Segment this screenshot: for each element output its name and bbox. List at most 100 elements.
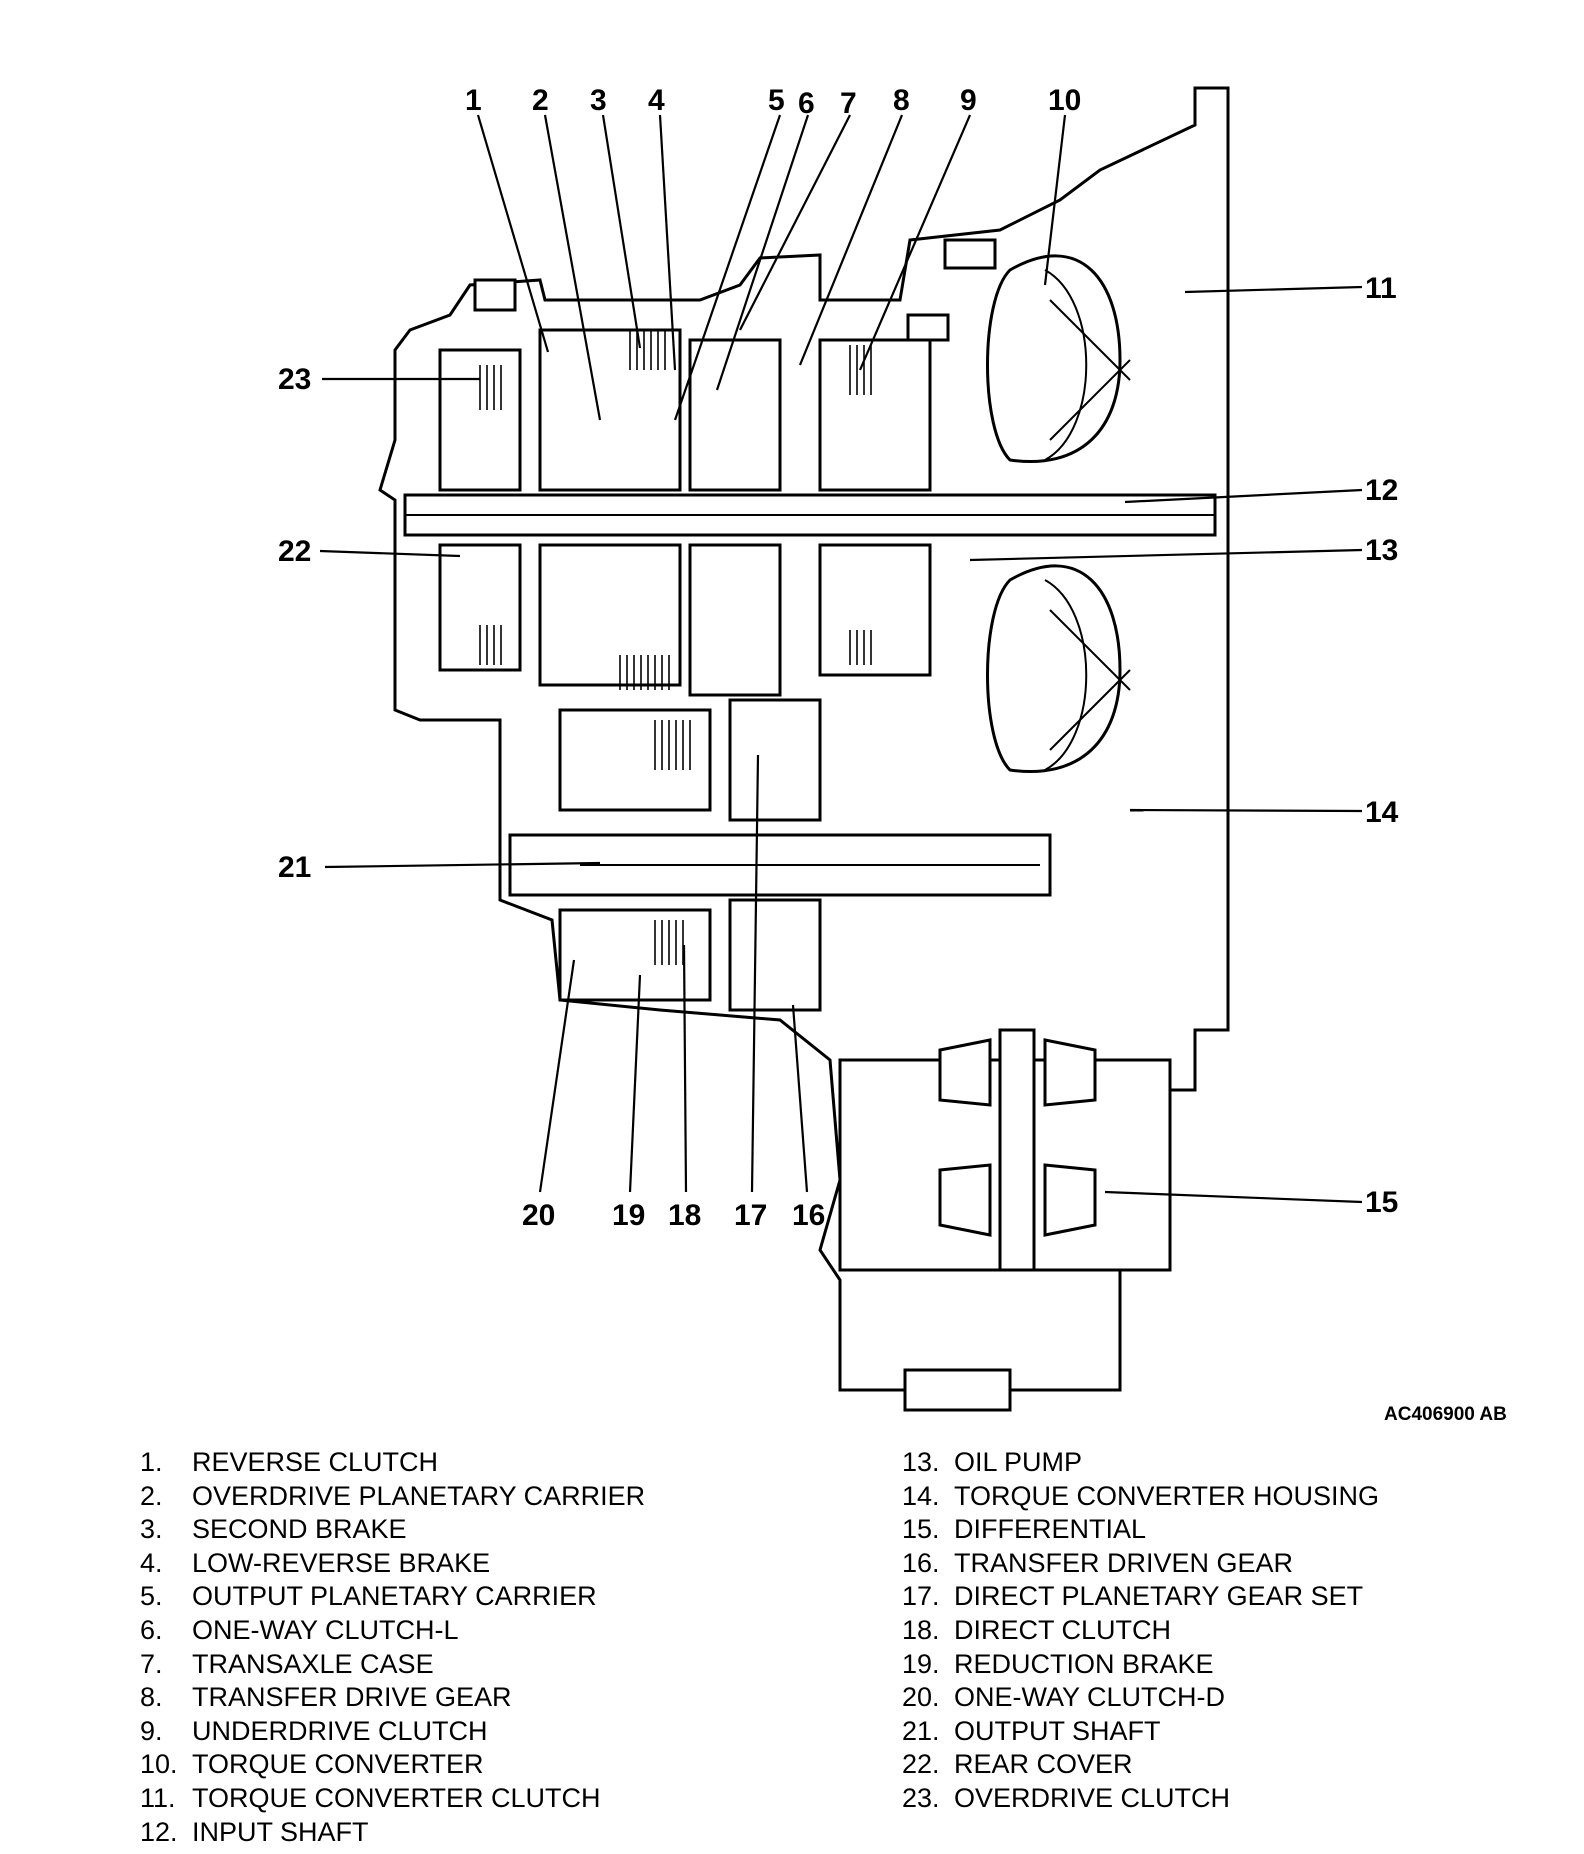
callout-3: 3 (590, 84, 607, 117)
legend-item: 5. OUTPUT PLANETARY CARRIER (140, 1580, 645, 1614)
legend-item-number: 4. (140, 1547, 163, 1578)
legend-item: 11.TORQUE CONVERTER CLUTCH (140, 1782, 645, 1816)
legend-item: 7. TRANSAXLE CASE (140, 1648, 645, 1682)
legend-item-number: 21. (902, 1715, 940, 1746)
legend-item-number: 15. (902, 1514, 940, 1545)
legend-item-label: REDUCTION BRAKE (954, 1648, 1214, 1679)
callout-17: 17 (734, 1199, 767, 1232)
legend-item: 21. OUTPUT SHAFT (902, 1715, 1379, 1749)
legend-item-number: 13. (902, 1447, 940, 1477)
legend-item: 22. REAR COVER (902, 1748, 1379, 1782)
leader-line-19 (628, 974, 642, 1193)
leader-line-17 (750, 754, 760, 1193)
leader-line-2 (543, 114, 602, 421)
callout-14: 14 (1365, 796, 1399, 829)
leader-line-5 (673, 114, 782, 421)
legend-item: 12.INPUT SHAFT (140, 1816, 645, 1850)
callout-12: 12 (1365, 474, 1398, 507)
leader-line-6 (715, 114, 810, 391)
leader-line-16 (791, 1004, 809, 1193)
legend-item-label: ONE-WAY CLUTCH-D (954, 1682, 1226, 1713)
legend-item-label: DIRECT PLANETARY GEAR SET (954, 1581, 1364, 1612)
legend-item-number: 22. (902, 1749, 940, 1780)
legend-item: 2. OVERDRIVE PLANETARY CARRIER (140, 1480, 645, 1514)
legend-item-label: REAR COVER (954, 1749, 1133, 1780)
legend-item: 20. ONE-WAY CLUTCH-D (902, 1681, 1379, 1715)
callout-20: 20 (522, 1199, 555, 1232)
legend-item-number: 1. (140, 1447, 163, 1477)
callout-18: 18 (668, 1199, 701, 1232)
legend-item-number: 7. (140, 1648, 163, 1679)
legend-item-number: 20. (902, 1682, 940, 1713)
legend-item-label: ONE-WAY CLUTCH-L (192, 1614, 459, 1645)
legend-item-number: 16. (902, 1547, 940, 1578)
leader-line-13 (969, 548, 1363, 562)
callout-2: 2 (532, 84, 549, 117)
legend-item-label: TRANSFER DRIVEN GEAR (954, 1547, 1294, 1578)
callout-13: 13 (1365, 534, 1398, 567)
legend-item-number: 9. (140, 1715, 163, 1746)
legend-item-number: 8. (140, 1682, 163, 1713)
legend-item-label: UNDERDRIVE CLUTCH (192, 1715, 488, 1746)
legend-item: 19. REDUCTION BRAKE (902, 1648, 1379, 1682)
callout-10: 10 (1048, 84, 1081, 117)
legend-item-label: INPUT SHAFT (192, 1816, 369, 1847)
leader-line-15 (1104, 1190, 1363, 1204)
legend-item-number: 2. (140, 1480, 163, 1511)
callout-leader-lines (319, 114, 1363, 1204)
legend-item: 17. DIRECT PLANETARY GEAR SET (902, 1580, 1379, 1614)
legend-item-label: OUTPUT PLANETARY CARRIER (192, 1581, 597, 1612)
legend-item: 3. SECOND BRAKE (140, 1513, 645, 1547)
legend-item-number: 3. (140, 1514, 163, 1545)
legend-item: 14.TORQUE CONVERTER HOUSING (902, 1480, 1379, 1514)
legend-item-number: 17. (902, 1581, 940, 1612)
callout-21: 21 (278, 851, 311, 884)
legend-item-label: OUTPUT SHAFT (954, 1715, 1161, 1746)
legend-item-label: OIL PUMP (954, 1447, 1083, 1477)
leader-line-20 (538, 959, 576, 1193)
leader-line-10 (1043, 114, 1067, 286)
legend-item-label: TRANSAXLE CASE (192, 1648, 434, 1679)
legend-item: 4. LOW-REVERSE BRAKE (140, 1547, 645, 1581)
legend-item-label: TORQUE CONVERTER HOUSING (954, 1480, 1380, 1511)
leader-line-3 (601, 114, 642, 349)
legend-item-label: LOW-REVERSE BRAKE (192, 1547, 491, 1578)
legend-item-label: REVERSE CLUTCH (192, 1447, 439, 1477)
transaxle-cross-section-diagram: 1 2 3 4 5 6 7 8 9 10 11 12 13 14 15 16 1… (278, 84, 1399, 1412)
legend-item: 16. TRANSFER DRIVEN GEAR (902, 1547, 1379, 1581)
legend-item: 10. TORQUE CONVERTER (140, 1748, 645, 1782)
legend-item-number: 6. (140, 1614, 163, 1645)
callout-23: 23 (278, 363, 311, 396)
figure-code: AC406900 AB (1384, 1404, 1507, 1425)
parts-legend-left: 1. REVERSE CLUTCH 2. OVERDRIVE PLANETARY CA… (140, 1446, 645, 1849)
legend-item: 18.DIRECT CLUTCH (902, 1614, 1379, 1648)
legend-item-label: SECOND BRAKE (192, 1514, 407, 1545)
leader-line-14 (1129, 808, 1363, 813)
leader-line-22 (319, 549, 461, 558)
legend-item-number: 10. (140, 1749, 178, 1780)
callout-8: 8 (893, 84, 910, 117)
leader-line-18 (682, 944, 688, 1193)
legend-item: 13. OIL PUMP (902, 1446, 1379, 1480)
callout-9: 9 (960, 84, 977, 117)
legend-item-label: DIRECT CLUTCH (954, 1614, 1172, 1645)
legend-item-number: 23. (902, 1782, 940, 1813)
legend-item-number: 19. (902, 1648, 940, 1679)
legend-item-label: TRANSFER DRIVE GEAR (192, 1682, 512, 1713)
leader-line-9 (858, 114, 972, 371)
legend-item-label: DIFFERENTIAL (954, 1514, 1147, 1545)
legend-item-number: 11. (140, 1782, 176, 1813)
legend-item-label: OVERDRIVE PLANETARY CARRIER (192, 1480, 646, 1511)
legend-item-label: TORQUE CONVERTER (192, 1749, 484, 1780)
legend-item-number: 5. (140, 1581, 163, 1612)
callout-6: 6 (798, 87, 815, 120)
callout-16: 16 (792, 1199, 825, 1232)
callout-5: 5 (768, 84, 785, 117)
leader-line-11 (1184, 285, 1363, 294)
callout-numbers: 1 2 3 4 5 6 7 8 9 10 11 12 13 14 15 16 1… (278, 84, 1399, 1232)
leader-line-8 (798, 114, 904, 366)
callout-22: 22 (278, 535, 311, 568)
callout-7: 7 (840, 87, 857, 120)
leader-line-21 (324, 861, 601, 869)
